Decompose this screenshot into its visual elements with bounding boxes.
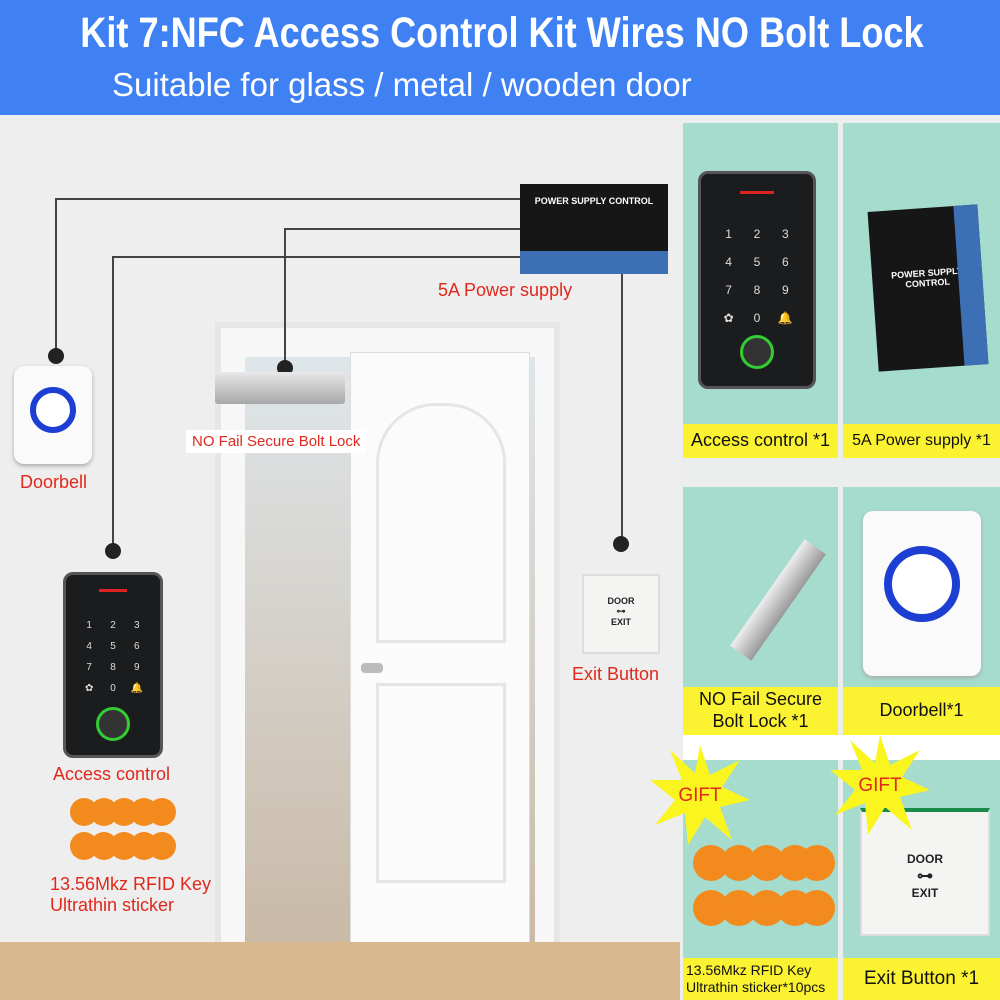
installation-scene: POWER SUPPLY CONTROL 5A Power supply NO … xyxy=(0,122,680,1000)
power-supply-caption: 5A Power supply *1 xyxy=(843,424,1000,458)
fingerprint-sensor-icon xyxy=(96,706,130,741)
access-control-label: Access control xyxy=(53,764,171,784)
doorbell-label: Doorbell xyxy=(20,472,88,492)
doorbell-device xyxy=(14,366,92,464)
power-supply-label: 5A Power supply xyxy=(438,280,573,300)
floor xyxy=(0,942,680,1000)
bolt-lock-caption-line2: Bolt Lock *1 xyxy=(712,711,809,731)
header-banner: Kit 7:NFC Access Control Kit Wires NO Bo… xyxy=(0,0,1000,115)
rfid-label-line1: 13.56Mkz RFID Key xyxy=(50,874,212,894)
rfid-label-line2: Ultrathin sticker xyxy=(50,895,175,915)
door-handle xyxy=(361,663,383,673)
exit-button-device: DOOR⊶EXIT xyxy=(582,574,660,654)
bolt-lock xyxy=(215,372,345,404)
panel-bolt-lock: NO Fail Secure Bolt Lock *1 xyxy=(683,487,838,735)
psu-title: POWER SUPPLY CONTROL xyxy=(534,196,654,206)
bolt-lock-caption-line1: NO Fail Secure xyxy=(698,689,823,710)
rfid-caption-line2: Ultrathin sticker*10pcs xyxy=(686,979,826,995)
exit-button-label: Exit Button xyxy=(572,664,660,684)
fingerprint-sensor-icon xyxy=(740,335,774,370)
access-control-caption: Access control *1 xyxy=(683,424,838,458)
rfid-caption-line1: 13.56Mkz RFID Key xyxy=(686,962,812,979)
doorbell-caption: Doorbell*1 xyxy=(843,687,1000,735)
panel-power-supply: POWER SUPPLY CONTROL 5A Power supply *1 xyxy=(843,123,1000,458)
bolt-lock-label: NO Fail Secure Bolt Lock xyxy=(186,430,367,453)
title: Kit 7:NFC Access Control Kit Wires NO Bo… xyxy=(80,9,924,57)
door xyxy=(350,352,530,947)
exit-button-caption: Exit Button *1 xyxy=(843,958,1000,1000)
panel-doorbell: Doorbell*1 xyxy=(843,487,1000,735)
subtitle: Suitable for glass / metal / wooden door xyxy=(112,66,692,103)
power-supply-unit: POWER SUPPLY CONTROL xyxy=(520,184,668,274)
